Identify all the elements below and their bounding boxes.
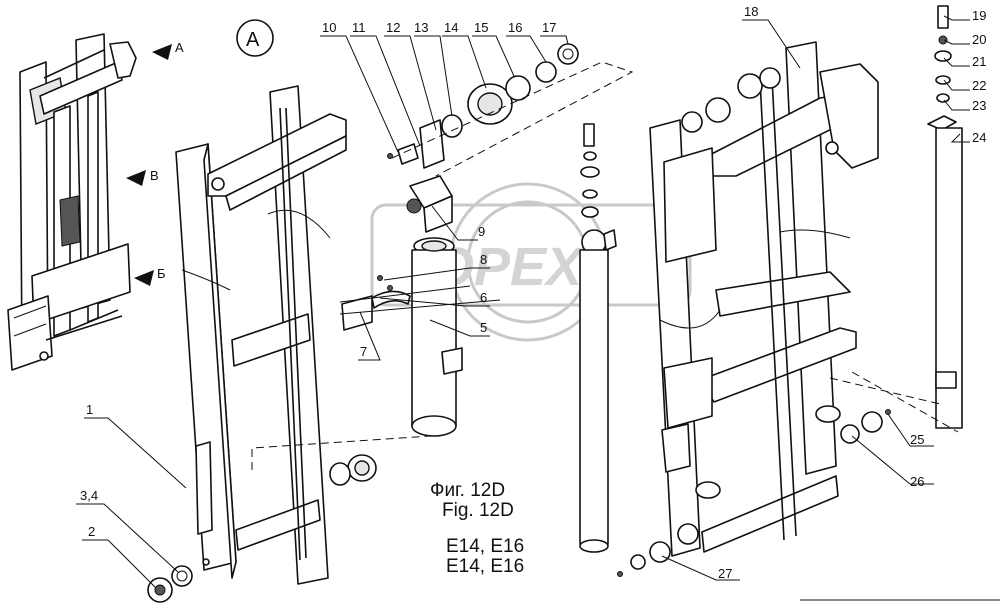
callout-24: 24 <box>972 130 986 145</box>
arrow-view-a: A <box>152 40 184 60</box>
svg-text:Б: Б <box>157 266 166 281</box>
callout-8: 8 <box>480 252 487 267</box>
callout-5: 5 <box>480 320 487 335</box>
svg-text:B: B <box>150 168 159 183</box>
callout-27: 27 <box>718 566 732 581</box>
callout-17: 17 <box>542 20 556 35</box>
part-2-washer <box>147 577 173 603</box>
callout-11: 11 <box>352 20 366 35</box>
callout-25: 25 <box>910 432 924 447</box>
callout-21: 21 <box>972 54 986 69</box>
callout-22: 22 <box>972 78 986 93</box>
caption-en: Fig. 12D <box>442 500 514 521</box>
callout-16: 16 <box>508 20 522 35</box>
callout-numbers: 1 2 3,4 5 6 7 8 9 10 11 12 13 14 15 16 1… <box>80 4 986 581</box>
callout-3-4: 3,4 <box>80 488 98 503</box>
callout-7: 7 <box>360 344 367 359</box>
callout-23: 23 <box>972 98 986 113</box>
mast-overview <box>7 33 137 371</box>
svg-text:A: A <box>175 40 184 55</box>
top-pulley-parts <box>387 43 579 169</box>
callout-6: 6 <box>480 290 487 305</box>
caption-models-2: E14, E16 <box>446 556 524 577</box>
callout-1: 1 <box>86 402 93 417</box>
callout-20: 20 <box>972 32 986 47</box>
callout-18: 18 <box>744 4 758 19</box>
mast-top-pulleys <box>681 67 781 133</box>
callout-2: 2 <box>88 524 95 539</box>
arrow-view-v: Б <box>134 266 166 286</box>
callout-26: 26 <box>910 474 924 489</box>
right-rod <box>927 5 963 429</box>
callout-9: 9 <box>478 224 485 239</box>
lift-rod <box>579 123 617 553</box>
callout-10: 10 <box>322 20 336 35</box>
view-marker-a: A <box>236 19 274 57</box>
caption-models-1: E14, E16 <box>446 536 524 557</box>
svg-text:A: A <box>246 29 260 51</box>
callout-14: 14 <box>444 20 458 35</box>
watermark-text: OPEX <box>432 237 585 297</box>
callout-19: 19 <box>972 8 986 23</box>
callout-13: 13 <box>414 20 428 35</box>
arrow-view-b: B <box>126 168 159 186</box>
figure-caption: Фиг. 12D Fig. 12D E14, E16 E14, E16 <box>430 480 524 577</box>
callout-leaders <box>76 15 970 589</box>
callout-12: 12 <box>386 20 400 35</box>
bottom-right-parts <box>617 409 891 577</box>
callout-15: 15 <box>474 20 488 35</box>
inner-mast-right <box>649 41 879 557</box>
outer-mast-left <box>175 85 347 585</box>
caption-ru: Фиг. 12D <box>430 480 505 501</box>
pulley-left <box>329 454 377 486</box>
